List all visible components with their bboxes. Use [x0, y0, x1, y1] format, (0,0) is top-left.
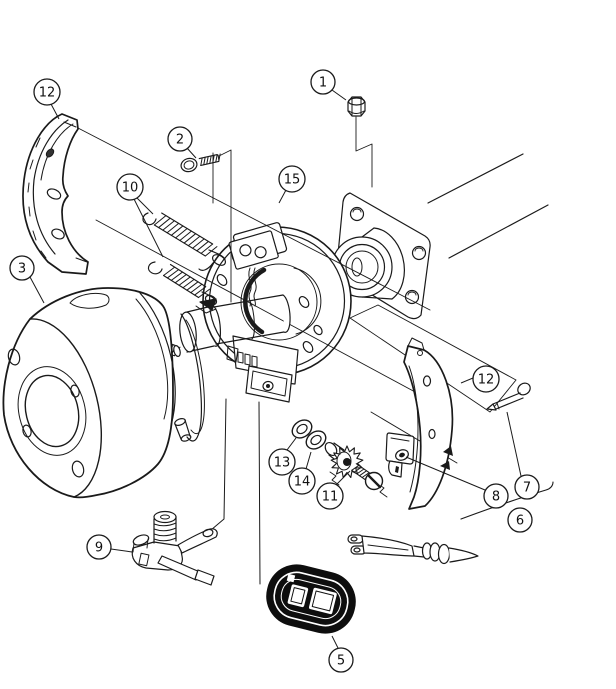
lug-hole — [71, 460, 85, 478]
group-bracket-curve — [460, 481, 554, 520]
callout-return-springs: 10 — [116, 173, 144, 201]
callout-circle — [288, 467, 316, 495]
lever-assembly — [131, 510, 218, 586]
spring-washer — [305, 430, 327, 450]
leader-line-brake-shoe-right — [460, 377, 474, 384]
brake-cable — [347, 534, 479, 565]
callout-number: 6 — [516, 514, 524, 529]
callout-lever-assembly: 9 — [86, 534, 112, 560]
callout-number: 15 — [284, 173, 301, 188]
wheel-cylinder-block — [228, 222, 288, 270]
callout-circle — [316, 482, 344, 510]
brake-shoe-right — [403, 337, 454, 510]
callout-brake-drum: 3 — [9, 255, 35, 281]
callout-number: 13 — [274, 456, 291, 471]
callout-circle — [33, 78, 61, 106]
lug-hole — [7, 348, 21, 366]
leader-line-spring-washer — [305, 451, 312, 470]
callout-flat-washer: 13 — [268, 448, 296, 476]
hex-bolt — [180, 153, 221, 173]
callout-circle — [167, 126, 193, 152]
leader-line-anchor-pin — [506, 411, 522, 477]
callout-number: 2 — [176, 133, 184, 148]
clip-bracket — [385, 432, 415, 478]
leader-line-hex-bolt — [186, 147, 197, 159]
brake-drum — [2, 287, 176, 499]
axle-tube — [427, 153, 549, 259]
brake-shoe-left — [22, 113, 89, 275]
callout-number: 8 — [492, 490, 500, 505]
callout-number: 12 — [478, 373, 495, 388]
leader-line-lock-nut — [331, 89, 347, 101]
adjuster-housing — [226, 335, 299, 403]
callout-circle — [483, 483, 509, 509]
anchor-pin — [486, 382, 531, 411]
callout-hex-bolt: 2 — [167, 126, 193, 152]
flange-hole — [349, 206, 365, 222]
axle-shaft — [179, 294, 291, 353]
callout-number: 11 — [322, 490, 339, 505]
callout-circle — [268, 448, 296, 476]
leader-line-clip-bracket — [405, 456, 486, 491]
callout-number: 10 — [122, 181, 139, 196]
callout-shoe-kit: 6 — [507, 507, 533, 533]
callout-circle — [278, 165, 306, 193]
adjuster-screw — [324, 441, 384, 491]
callout-number: 1 — [319, 76, 327, 91]
callout-dust-cover: 5 — [328, 647, 354, 673]
flange-hole — [411, 245, 427, 261]
leader-line-adjuster-screw — [335, 470, 351, 486]
callout-circle — [514, 474, 540, 500]
callout-adjuster-screw: 11 — [316, 482, 344, 510]
leader-line-dust-cover — [331, 635, 339, 649]
callout-circle — [116, 173, 144, 201]
callout-number: 12 — [39, 86, 56, 101]
callout-number: 14 — [294, 475, 311, 490]
leader-line-flat-washer — [286, 437, 297, 451]
assembly-leader-lines — [210, 398, 261, 585]
callout-number: 5 — [337, 654, 345, 669]
hub-stud-lower — [174, 418, 192, 442]
callout-brake-shoe-left: 12 — [33, 78, 61, 106]
callout-anchor-pin: 7 — [514, 474, 540, 500]
break-mark — [329, 471, 340, 486]
leader-line-return-springs — [133, 198, 164, 258]
drum-bore — [24, 374, 80, 448]
return-spring-upper — [142, 212, 226, 271]
callout-clip-bracket: 8 — [483, 483, 509, 509]
flat-washer — [291, 419, 313, 439]
callout-number: 7 — [523, 481, 531, 496]
callout-circle — [310, 69, 336, 95]
leader-line-backing-plate — [278, 189, 287, 204]
dust-cover-boot — [266, 564, 356, 634]
spring-anchor — [199, 298, 217, 311]
callout-spring-washer: 14 — [288, 467, 316, 495]
callout-number: 9 — [95, 541, 103, 556]
callout-backing-plate: 15 — [278, 165, 306, 193]
callout-circle — [507, 507, 533, 533]
callout-circle — [472, 365, 500, 393]
callout-circle — [86, 534, 112, 560]
lock-nut — [347, 96, 366, 117]
leader-line-brake-drum — [29, 276, 45, 304]
leader-line-brake-shoe-left — [50, 103, 60, 120]
leader-line-lever-assembly — [110, 548, 133, 553]
callout-number: 3 — [18, 262, 26, 277]
callout-lock-nut: 1 — [310, 69, 336, 95]
callout-circle — [9, 255, 35, 281]
callout-brake-shoe-right: 12 — [472, 365, 500, 393]
backing-plate — [202, 222, 352, 403]
return-spring-lower — [147, 261, 218, 314]
callout-circle — [328, 647, 354, 673]
leader-line-return-springs — [135, 196, 154, 215]
